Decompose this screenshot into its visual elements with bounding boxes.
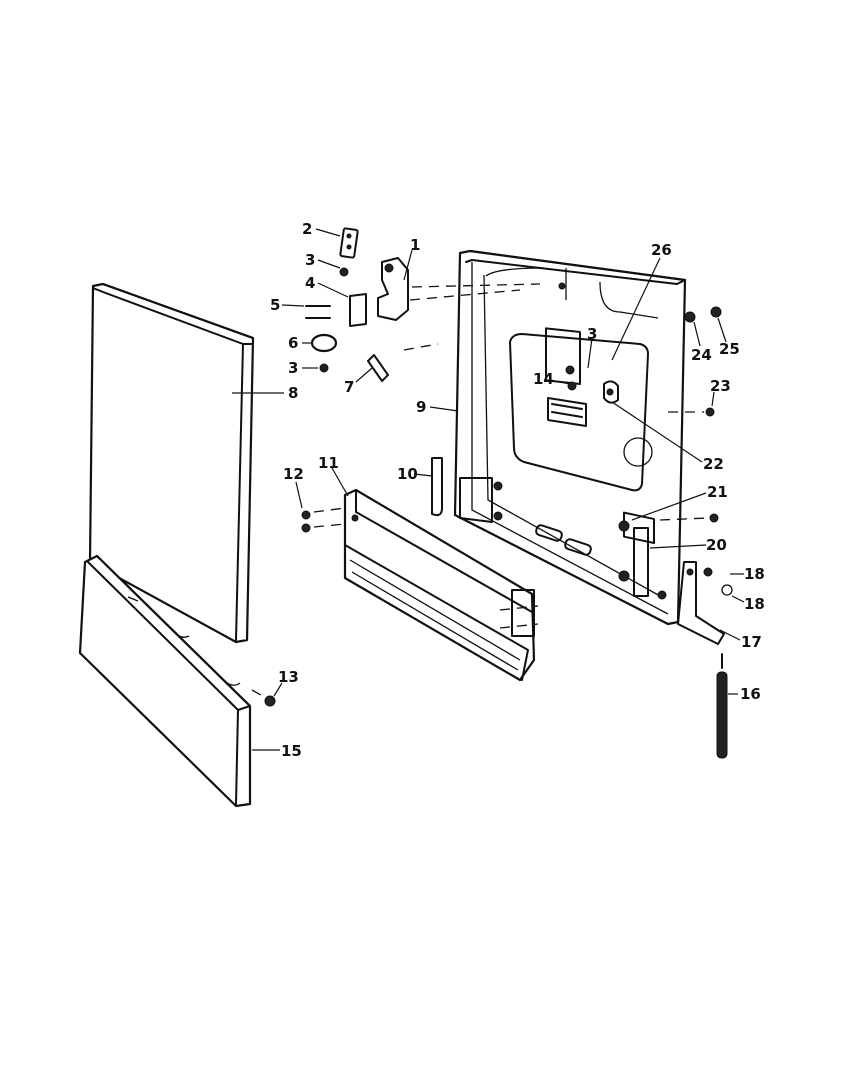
callout-12: 12 <box>283 465 304 483</box>
callout-22: 22 <box>703 455 724 473</box>
callout-3-liner: 3 <box>587 325 597 343</box>
callout-24: 24 <box>691 346 712 364</box>
hinge-assembly <box>305 227 409 382</box>
callout-3-upper: 3 <box>305 251 315 269</box>
callout-13: 13 <box>278 668 299 686</box>
callout-14: 14 <box>533 370 554 388</box>
alignment-lines <box>251 283 709 699</box>
leader-lines <box>232 228 745 751</box>
callout-9: 9 <box>416 398 426 416</box>
callout-17: 17 <box>741 633 762 651</box>
callout-2: 2 <box>302 220 312 238</box>
right-hardware <box>264 306 733 759</box>
callout-23: 23 <box>710 377 731 395</box>
callout-7: 7 <box>344 378 354 396</box>
callout-6: 6 <box>288 334 298 352</box>
callout-16: 16 <box>740 685 761 703</box>
callout-5: 5 <box>270 296 280 314</box>
left-hinge-bracket <box>431 457 503 523</box>
callout-1: 1 <box>410 236 420 254</box>
callout-18-upper: 18 <box>744 565 765 583</box>
callout-labels: 1 2 3 3 3 4 5 6 7 8 9 10 11 12 13 14 15 … <box>270 220 765 760</box>
callout-10: 10 <box>397 465 418 483</box>
callout-21: 21 <box>707 483 728 501</box>
callout-15: 15 <box>281 742 302 760</box>
access-panel <box>78 554 252 808</box>
callout-18-lower: 18 <box>744 595 765 613</box>
callout-11: 11 <box>318 454 339 472</box>
bottom-channel <box>343 488 536 682</box>
callout-20: 20 <box>706 536 727 554</box>
callout-25: 25 <box>719 340 740 358</box>
callout-4: 4 <box>305 274 315 292</box>
callout-26: 26 <box>651 241 672 259</box>
callout-8: 8 <box>288 384 298 402</box>
callout-3-lower: 3 <box>288 359 298 377</box>
